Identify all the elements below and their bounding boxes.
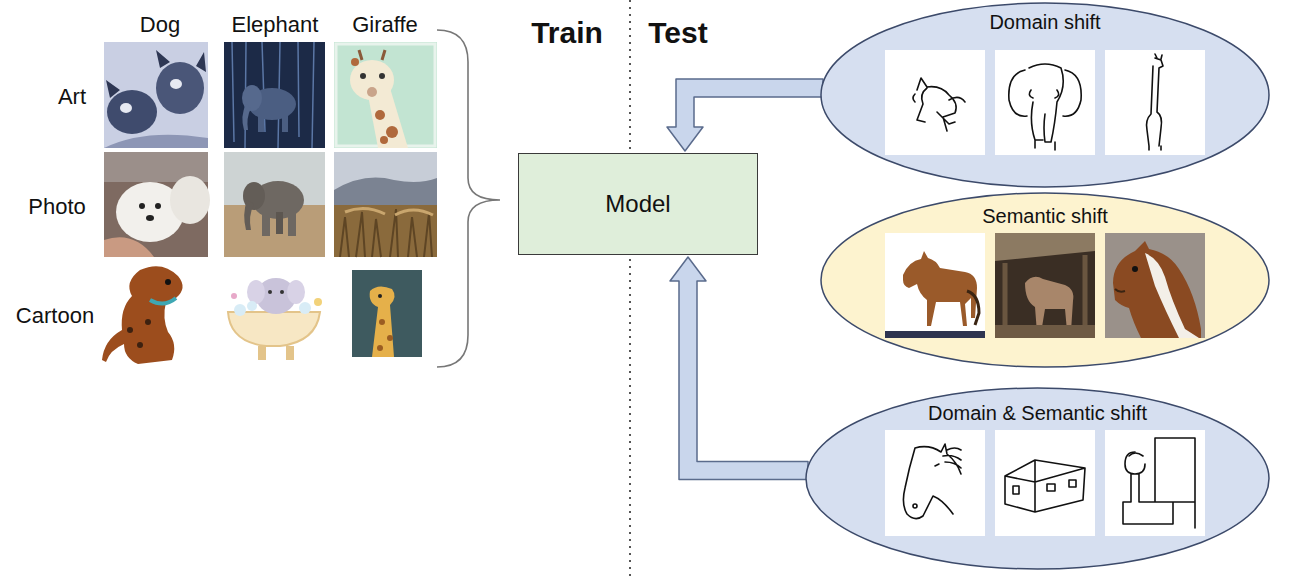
block-arrow (670, 257, 808, 480)
ellipse-title: Domain & Semantic shift (928, 401, 1147, 425)
domain-semantic-shift-ellipse: Domain & Semantic shift (805, 387, 1270, 570)
domain-shift-ellipse: Domain shift (820, 2, 1270, 188)
cartoon-elephant-image (228, 278, 322, 360)
row-label: Art (58, 84, 86, 110)
column-header: Dog (140, 12, 180, 38)
row-label: Cartoon (16, 303, 94, 329)
cartoon-dog-image (102, 266, 183, 364)
photo-giraffe-image (334, 152, 437, 257)
block-arrow (667, 79, 823, 151)
ellipse-shape (821, 3, 1269, 187)
ellipse-shape (821, 193, 1269, 367)
phase-heading: Test (648, 15, 707, 51)
semantic-shift-ellipse: Semantic shift (820, 192, 1270, 368)
train-test-divider (629, 0, 631, 577)
art-giraffe-image (334, 42, 437, 148)
row-label: Photo (28, 194, 86, 220)
phase-heading: Train (531, 15, 603, 51)
column-header: Giraffe (352, 12, 418, 38)
photo-elephant-image (224, 152, 325, 257)
model-box: Model (518, 153, 758, 255)
art-elephant-image (224, 42, 325, 148)
box-label: Model (605, 190, 670, 219)
ellipse-title: Domain shift (989, 10, 1100, 34)
column-header: Elephant (232, 12, 319, 38)
grouping-brace (437, 30, 500, 367)
ellipse-shape (806, 388, 1269, 569)
art-dog-image (104, 42, 208, 148)
cartoon-giraffe-image (352, 270, 422, 357)
photo-dog-image (104, 152, 210, 257)
ellipse-title: Semantic shift (982, 204, 1108, 228)
